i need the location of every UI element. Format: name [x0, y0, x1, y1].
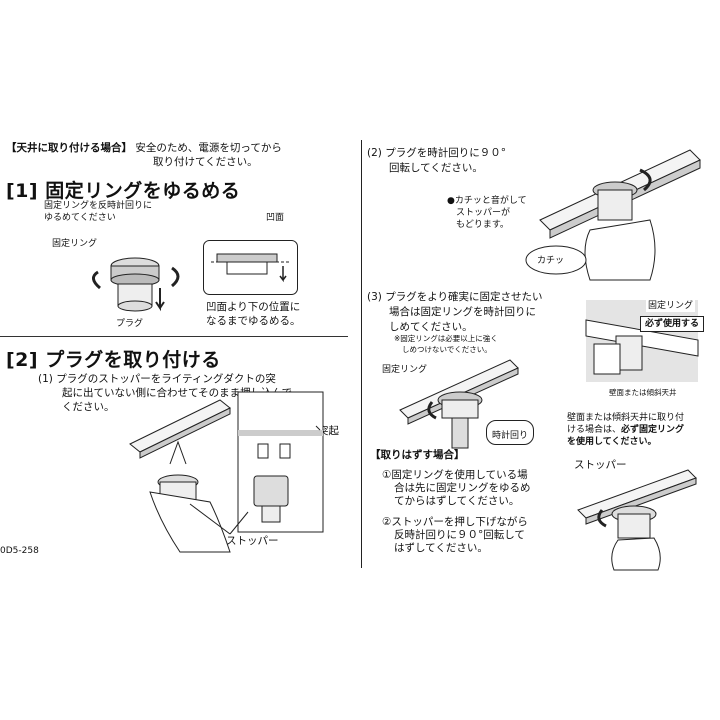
wall-note-3: を使用してください。 [567, 437, 657, 447]
stopper-label: ストッパー [226, 535, 279, 547]
step1-heading: [1] 固定リングをゆるめる [6, 180, 241, 202]
column-divider [361, 140, 362, 568]
plug-rotate-illustration [525, 149, 701, 281]
ring-tighten-illustration [399, 359, 519, 449]
removal-illustration [577, 469, 697, 571]
right2-bullet-3: もどります。 [456, 220, 509, 230]
step1-caption-1: 凹面より下の位置に [206, 301, 301, 313]
right2-text-1: (2) プラグを時計回りに９０° [367, 147, 506, 159]
section-divider [0, 336, 348, 337]
right3-note-1: ※固定リングは必要以上に強く [394, 334, 498, 343]
wall-label: 壁面または傾斜天井 [609, 388, 677, 397]
right3-text-2: 場合は固定リングを時計回りに [389, 306, 536, 318]
right3-text-3: しめてください。 [389, 321, 473, 333]
wall-note-2a: ける場合は、 [567, 425, 622, 435]
step2-heading: [2] プラグを取り付ける [6, 349, 221, 371]
removal-item2-a: ②ストッパーを押し下げながら [382, 516, 528, 528]
removal-item1-c: てからはずしてください。 [394, 495, 520, 507]
right3-note-2: しめつけないでください。 [402, 345, 492, 354]
removal-item1-b: 合は先に固定リングをゆるめ [394, 482, 531, 494]
removal-item2-b: 反時計回りに９０°回転して [394, 529, 525, 541]
clockwise-bubble: 時計回り [486, 420, 535, 445]
wall-note-2: ける場合は、必ず固定リング [567, 424, 684, 436]
ceiling-text-2: 取り付けてください。 [153, 156, 258, 168]
wall-note-2b: 必ず固定リング [621, 425, 685, 435]
must-use-badge: 必ず使用する [640, 316, 705, 332]
step1-recess-label: 凹面 [266, 213, 285, 223]
right3-ring-label: 固定リング [382, 365, 428, 375]
wall-note-1: 壁面または傾斜天井に取り付 [567, 413, 685, 423]
ceiling-section: 【天井に取り付ける場合】 安全のため、電源を切ってから [6, 141, 282, 155]
click-bubble-text: カチッ [537, 256, 565, 266]
right3-ring-label-2: 固定リング [646, 300, 696, 312]
recess-detail-illustration [203, 240, 298, 295]
step1-plug-label: プラグ [116, 319, 144, 329]
removal-item2-c: はずしてください。 [394, 542, 488, 554]
wall-mount-illustration [585, 300, 699, 382]
ring-loosen-illustration [92, 257, 180, 312]
model-code: 0D5-258 [0, 546, 39, 556]
right2-bullet-1: ●カチッと音がして [447, 196, 527, 206]
step2-text-1: (1) プラグのストッパーをライティングダクトの突 [38, 373, 276, 385]
removal-stopper-label: ストッパー [574, 459, 627, 471]
removal-item1-a: ①固定リングを使用している場 [382, 469, 528, 481]
ceiling-label: 【天井に取り付ける場合】 [6, 142, 132, 154]
step1-text-2: ゆるめてください [44, 213, 116, 223]
step1-caption-2: なるまでゆるめる。 [206, 315, 301, 327]
step1-text-1: 固定リングを反時計回りに [44, 201, 153, 211]
right2-text-2: 回転してください。 [389, 162, 483, 174]
clockwise-label: 時計回り [492, 431, 529, 441]
step1-ring-label: 固定リング [52, 239, 98, 249]
right3-text-1: (3) プラグをより確実に固定させたい [367, 291, 543, 303]
removal-label: 【取りはずす場合】 [370, 449, 465, 461]
ceiling-text-1: 安全のため、電源を切ってから [135, 142, 282, 154]
step2-text-3: ください。 [62, 401, 115, 413]
duct-insert-illustration [129, 391, 324, 553]
right2-bullet-2: ストッパーが [456, 208, 511, 218]
step2-text-2: 起に出ていない側に合わせてそのまま押し込んで [62, 387, 293, 399]
